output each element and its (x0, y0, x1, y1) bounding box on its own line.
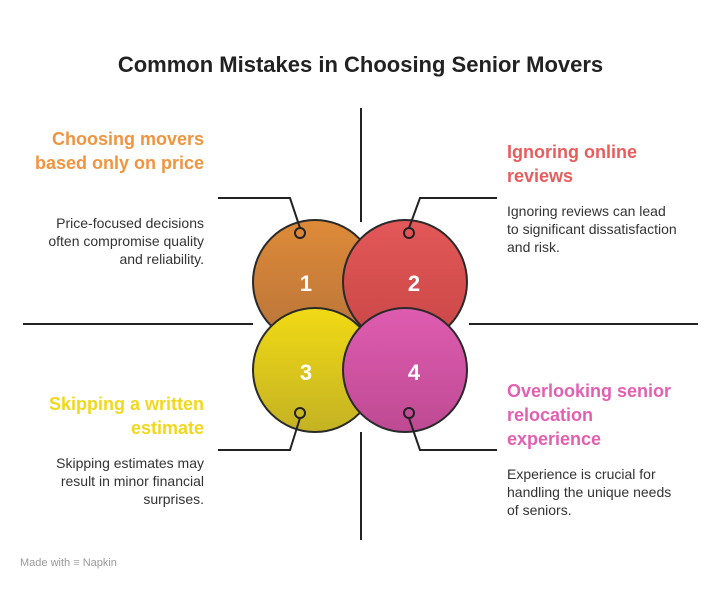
footer-credit: Made with ≡ Napkin (20, 557, 117, 569)
napkin-icon: ≡ (73, 557, 80, 569)
footer-brand: Napkin (82, 557, 117, 569)
description-3: Skipping estimates may result in minor f… (56, 455, 204, 507)
description-1: Price-focused decisions often compromise… (48, 215, 204, 267)
page-title: Common Mistakes in Choosing Senior Mover… (117, 52, 604, 77)
description-4: Experience is crucial for handling the u… (507, 466, 672, 518)
connector-dot-1 (294, 227, 306, 239)
heading-2: Ignoring online reviews (507, 142, 637, 186)
number-2: 2 (408, 271, 420, 296)
heading-1: Choosing movers based only on price (34, 129, 204, 173)
connector-1 (218, 197, 301, 229)
connector-4 (408, 417, 497, 451)
connector-2 (408, 197, 497, 229)
connector-dot-3 (294, 407, 306, 419)
heading-4: Overlooking senior relocation experience (507, 381, 672, 449)
connector-dot-2 (403, 227, 415, 239)
footer-prefix: Made with (20, 557, 71, 569)
number-4: 4 (408, 360, 421, 385)
heading-3: Skipping a written estimate (48, 394, 204, 438)
connector-3 (218, 417, 301, 451)
circle-4 (342, 307, 468, 433)
description-2: Ignoring reviews can lead to significant… (507, 203, 677, 255)
number-3: 3 (300, 360, 312, 385)
connector-dot-4 (403, 407, 415, 419)
number-1: 1 (300, 271, 312, 296)
